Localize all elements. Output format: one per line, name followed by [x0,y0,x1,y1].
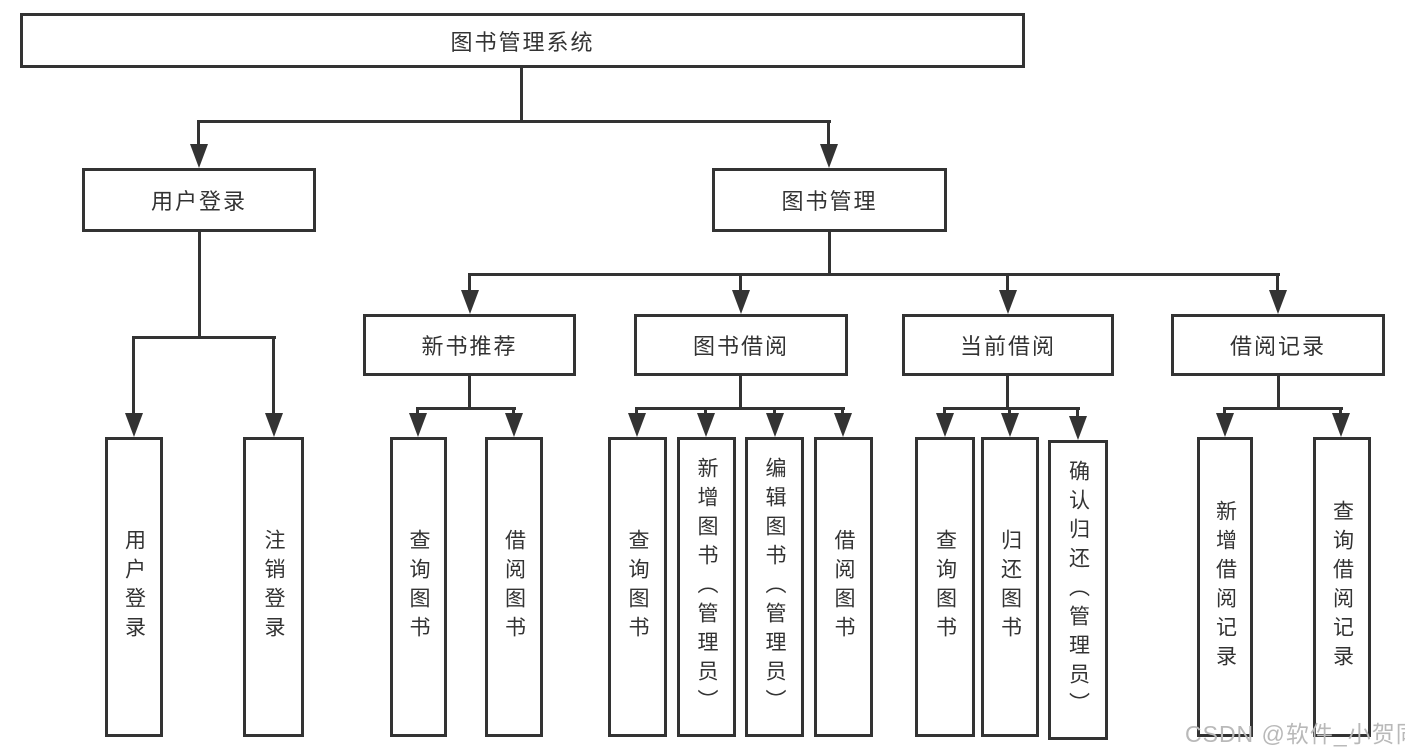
node-records-add-label: 新增借阅记录 [1213,500,1237,674]
connector-book-borrow-stem [739,376,742,410]
arrow-book-borrow-child-2-icon [766,407,784,437]
connector-book-borrow-rail [635,407,845,410]
arrow-to-logout-icon [265,336,283,437]
node-book-mgmt-label: 图书管理 [781,189,878,214]
arrow-borrow-records-child-1-icon [1332,407,1350,437]
node-current-query: 查询图书 [915,437,975,737]
arrow-book-borrow-child-0-icon [628,407,646,437]
node-user-login: 用户登录 [82,168,316,232]
arrow-current-borrow-child-1-icon [1001,407,1019,437]
node-borrow-borrow-label: 借阅图书 [832,529,855,645]
arrow-to-borrow-records-icon [1269,273,1287,314]
node-records-query-label: 查询借阅记录 [1330,500,1354,674]
node-borrow-add-label: 新增图书（管理员） [695,456,718,718]
csdn-watermark: CSDN @软件_小贺同学 [1185,721,1405,747]
connector-root-rail [197,120,831,123]
node-new-books-borrow-label: 借阅图书 [502,529,526,645]
node-borrow-query-label: 查询图书 [626,529,649,645]
node-current-return: 归还图书 [981,437,1039,737]
node-root: 图书管理系统 [20,13,1025,68]
node-borrow-records-label: 借阅记录 [1229,334,1326,359]
node-borrow-query: 查询图书 [608,437,667,737]
node-current-confirm-label: 确认归还（管理员） [1066,459,1090,721]
node-login-label: 用户登录 [122,529,146,645]
connector-book-mgmt-stem [828,232,831,276]
arrow-book-borrow-child-3-icon [834,407,852,437]
connector-current-borrow-stem [1006,376,1009,410]
connector-user-login-rail [132,336,276,339]
arrow-new-books-child-0-icon [409,407,427,437]
arrow-current-borrow-child-2-icon [1069,407,1087,440]
arrow-book-borrow-child-1-icon [697,407,715,437]
node-current-query-label: 查询图书 [933,529,957,645]
node-logout-label: 注销登录 [262,529,285,645]
node-current-borrow-label: 当前借阅 [959,334,1056,359]
node-records-query: 查询借阅记录 [1313,437,1371,737]
node-book-mgmt: 图书管理 [712,168,947,232]
node-book-borrow: 图书借阅 [634,314,848,376]
arrow-borrow-records-child-0-icon [1216,407,1234,437]
arrow-new-books-child-1-icon [505,407,523,437]
node-new-books: 新书推荐 [363,314,576,376]
arrow-to-user-login-icon [190,120,208,168]
connector-current-borrow-rail [943,407,1080,410]
connector-user-login-stem [198,232,201,339]
connector-new-books-rail [416,407,516,410]
arrow-to-book-borrow-icon [732,273,750,314]
connector-borrow-records-rail [1223,407,1343,410]
node-borrow-borrow: 借阅图书 [814,437,873,737]
node-root-label: 图书管理系统 [450,29,595,55]
node-user-login-label: 用户登录 [150,189,247,214]
node-borrow-records: 借阅记录 [1171,314,1385,376]
node-new-books-borrow: 借阅图书 [485,437,543,737]
arrow-current-borrow-child-0-icon [936,407,954,437]
arrow-to-login-icon [125,336,143,437]
node-new-books-label: 新书推荐 [421,334,518,359]
node-logout: 注销登录 [243,437,304,737]
arrow-to-book-mgmt-icon [820,120,838,168]
arrow-to-new-books-icon [461,273,479,314]
connector-root-stem [520,68,523,121]
node-records-add: 新增借阅记录 [1197,437,1253,737]
connector-new-books-stem [468,376,471,410]
node-borrow-edit-label: 编辑图书（管理员） [763,456,786,718]
node-current-return-label: 归还图书 [998,529,1022,645]
node-new-books-query-label: 查询图书 [407,529,430,645]
connector-borrow-records-stem [1277,376,1280,410]
node-current-confirm: 确认归还（管理员） [1048,440,1108,740]
connector-book-mgmt-rail [468,273,1280,276]
node-borrow-add: 新增图书（管理员） [677,437,736,737]
node-book-borrow-label: 图书借阅 [692,334,789,359]
node-borrow-edit: 编辑图书（管理员） [745,437,804,737]
node-current-borrow: 当前借阅 [902,314,1114,376]
node-new-books-query: 查询图书 [390,437,447,737]
node-login: 用户登录 [105,437,163,737]
arrow-to-current-borrow-icon [999,273,1017,314]
